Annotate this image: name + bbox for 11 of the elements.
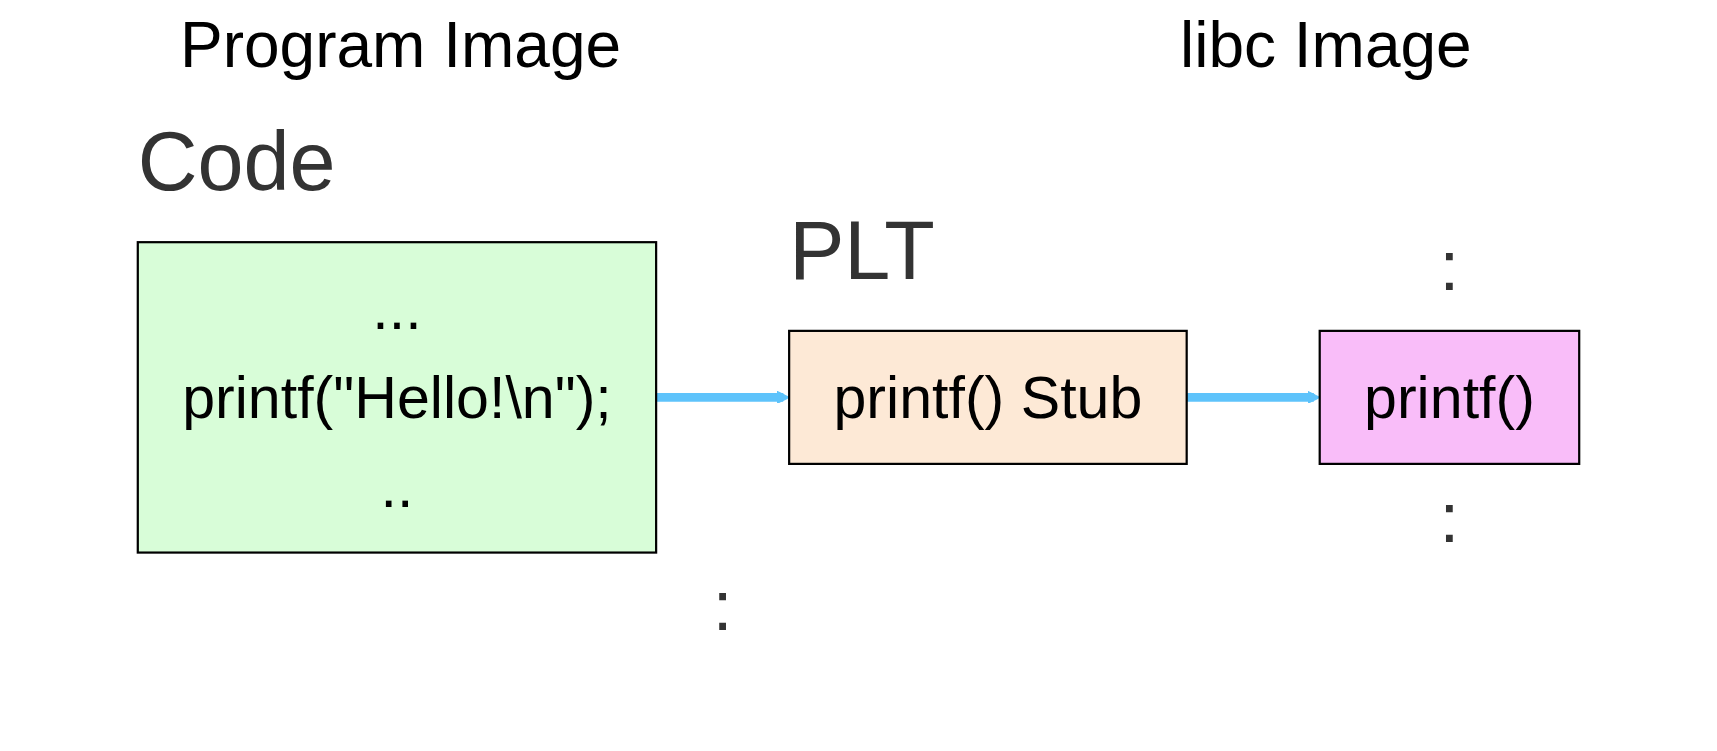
- row-label: Code: [137, 115, 336, 209]
- row-label: PLT: [789, 203, 935, 297]
- arrow: [656, 390, 790, 404]
- node-box: printf(): [1318, 329, 1581, 465]
- ellipsis-mark: :: [712, 566, 733, 646]
- ellipsis-mark: :: [1439, 226, 1460, 306]
- libc-image-heading: libc Image: [1180, 8, 1472, 82]
- program-image-heading: Program Image: [180, 8, 622, 82]
- ellipsis-mark: :: [1439, 477, 1460, 557]
- node-box: printf() Stub: [788, 329, 1188, 465]
- node-box: ... printf("Hello!\n"); ..: [136, 241, 658, 554]
